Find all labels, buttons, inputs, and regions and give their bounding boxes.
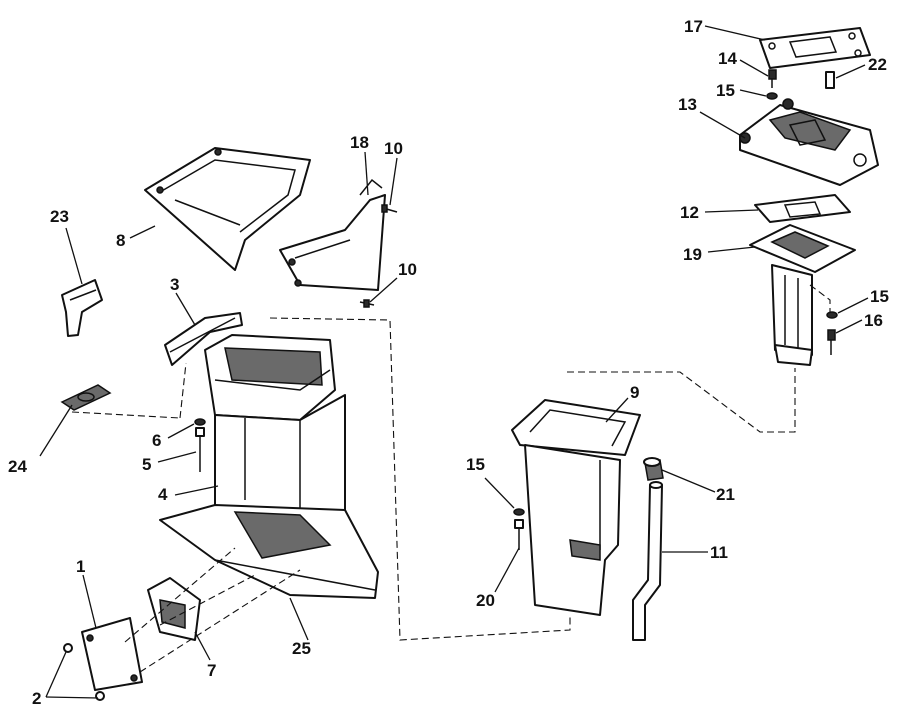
callout-10-upper: 10 — [384, 139, 403, 158]
callout-15-left: 15 — [466, 455, 485, 474]
callout-16: 16 — [864, 311, 883, 330]
callout-4: 4 — [158, 485, 168, 504]
leader-lines — [39, 25, 869, 699]
callout-21: 21 — [716, 485, 735, 504]
callout-15-right: 15 — [870, 287, 889, 306]
callout-13: 13 — [678, 95, 697, 114]
part-11-water-tube — [632, 481, 663, 641]
callout-1: 1 — [76, 557, 85, 576]
part-5-screw — [195, 427, 205, 472]
callout-12: 12 — [680, 203, 699, 222]
callout-labels: 17 14 15 22 13 12 19 15 16 8 18 10 10 23… — [8, 17, 889, 708]
callout-2: 2 — [32, 689, 41, 708]
part-16-screw — [827, 329, 836, 355]
part-20-screw — [514, 519, 524, 550]
callout-25: 25 — [292, 639, 311, 658]
part-25-anti-ventilation-plate — [159, 504, 379, 599]
part-22-pin — [825, 71, 835, 89]
callout-20: 20 — [476, 591, 495, 610]
callout-23: 23 — [50, 207, 69, 226]
part-15-washer-top — [766, 92, 778, 100]
part-23-bracket — [61, 279, 103, 337]
callout-7: 7 — [207, 661, 216, 680]
part-17-gasket — [759, 27, 871, 69]
part-13-adapter-plate — [739, 98, 879, 186]
part-12-gasket — [754, 194, 851, 223]
part-21-grommet — [643, 457, 664, 481]
part-18-shield — [279, 178, 386, 291]
callout-9: 9 — [630, 383, 639, 402]
callout-11: 11 — [710, 543, 728, 562]
callout-24: 24 — [8, 457, 27, 476]
part-19-exhaust-housing — [749, 224, 856, 366]
callout-15-top: 15 — [716, 81, 735, 100]
callout-6: 6 — [152, 431, 161, 450]
callout-18: 18 — [350, 133, 369, 152]
part-6-washer — [194, 418, 206, 426]
assembly-dashed-lines — [71, 284, 831, 673]
callout-5: 5 — [142, 455, 151, 474]
callout-8: 8 — [116, 231, 125, 250]
part-24-plate — [60, 384, 112, 411]
part-3-seal — [164, 312, 243, 366]
part-8-exhaust-cover — [144, 147, 311, 271]
part-10-screw-lower — [359, 299, 375, 308]
part-10-screw-upper — [381, 204, 398, 213]
part-15-washer-right — [826, 311, 838, 319]
part-14-screw — [768, 69, 777, 88]
callout-22: 22 — [868, 55, 887, 74]
callout-14: 14 — [718, 49, 737, 68]
callout-10-lower: 10 — [398, 260, 417, 279]
callout-17: 17 — [684, 17, 703, 36]
part-9-exhaust-housing — [511, 399, 641, 616]
callout-3: 3 — [170, 275, 179, 294]
part-1-cover-plate — [81, 617, 143, 691]
part-4-drive-shaft-housing — [204, 334, 346, 541]
callout-19: 19 — [683, 245, 702, 264]
part-15-washer-left — [513, 508, 525, 516]
part-2-screws — [63, 643, 105, 701]
part-7-block — [147, 577, 201, 641]
